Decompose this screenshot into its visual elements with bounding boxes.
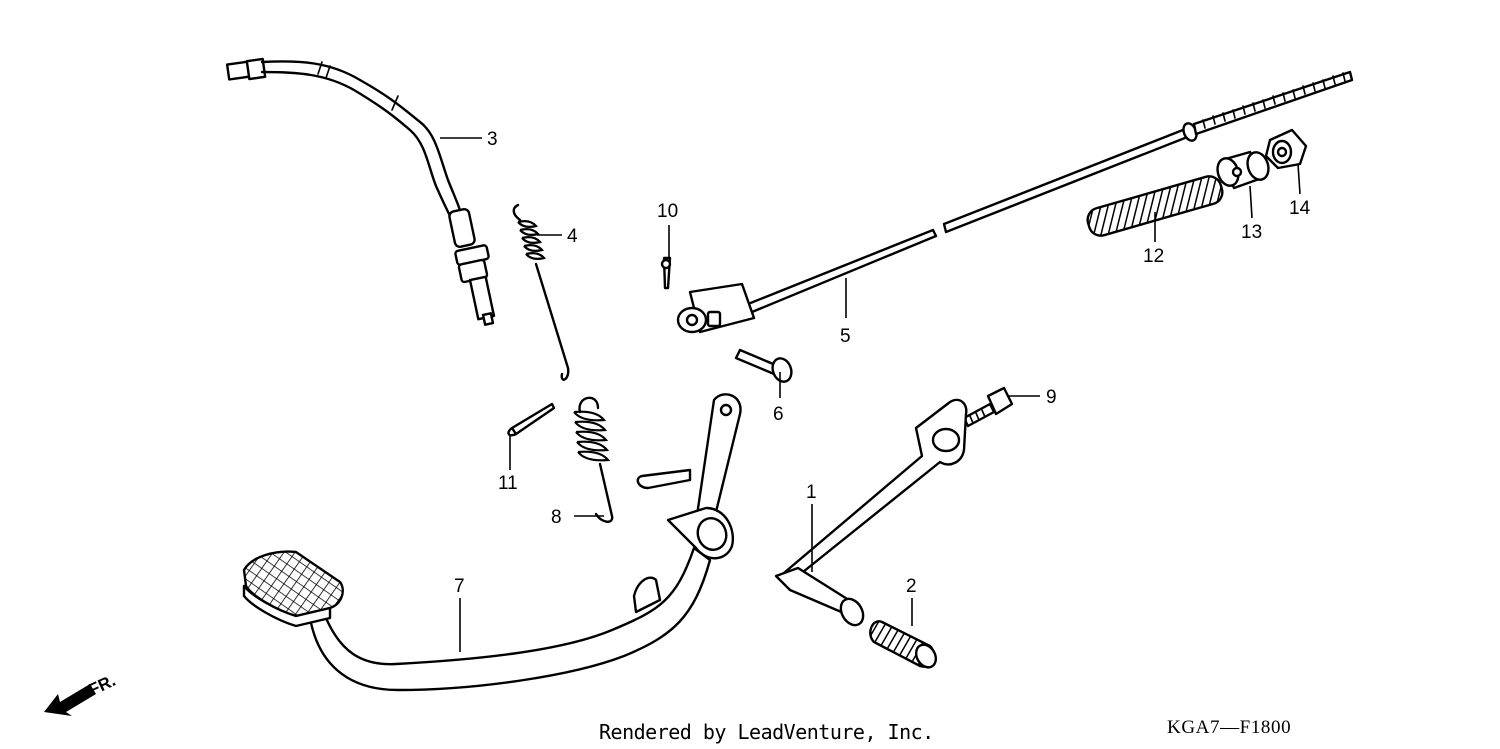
bolt [962, 386, 1014, 428]
cotter-pin-11 [507, 402, 556, 437]
callout-11[interactable]: 11 [498, 473, 518, 494]
step-rubber [869, 620, 938, 669]
render-credit: Rendered by LeadVenture, Inc. [599, 720, 934, 744]
callout-1[interactable]: 1 [806, 482, 817, 503]
callout-9[interactable]: 9 [1046, 387, 1057, 408]
brake-pedal-return-spring [573, 396, 614, 523]
callout-numbers: 3 4 10 5 6 11 8 7 1 2 9 12 13 14 [454, 129, 1311, 597]
callout-6[interactable]: 6 [773, 404, 784, 425]
front-arrow-icon [44, 684, 96, 716]
callout-3[interactable]: 3 [487, 129, 498, 150]
leader-lines [440, 137, 1301, 652]
callout-10[interactable]: 10 [657, 201, 678, 222]
brake-rod [676, 70, 1354, 334]
step-bar [774, 398, 968, 627]
callout-2[interactable]: 2 [906, 576, 917, 597]
callout-14[interactable]: 14 [1289, 198, 1311, 219]
brake-arm-joint [1216, 150, 1270, 190]
callout-5[interactable]: 5 [840, 326, 851, 347]
brake-switch-spring [512, 203, 570, 381]
brake-switch-wire [225, 57, 496, 326]
callout-13[interactable]: 13 [1241, 222, 1262, 243]
callout-8[interactable]: 8 [551, 507, 562, 528]
front-direction-indicator: FR. [44, 671, 119, 716]
adjusting-nut [1264, 128, 1308, 170]
brake-rod-spring [1086, 175, 1224, 237]
diagram-code: KGA7—F1800 [1167, 717, 1291, 738]
callout-12[interactable]: 12 [1143, 246, 1164, 267]
brake-pedal [242, 393, 742, 692]
cotter-pin-10 [660, 256, 672, 290]
callout-7[interactable]: 7 [454, 576, 465, 597]
joint-pin [734, 348, 793, 383]
callout-4[interactable]: 4 [567, 226, 578, 247]
